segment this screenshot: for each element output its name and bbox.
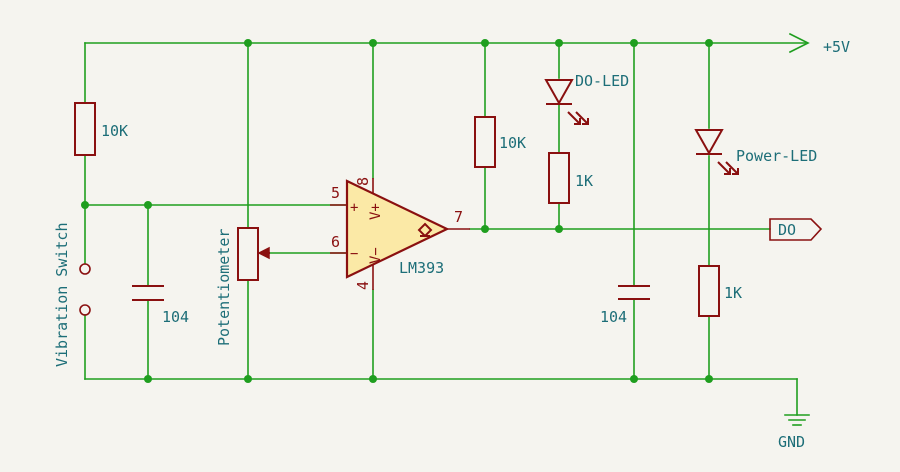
r1-value: 10K	[101, 122, 128, 140]
r2-value: 10K	[499, 134, 526, 152]
junction-dot	[481, 39, 489, 47]
ic-label: LM393	[399, 259, 444, 277]
switch-label: Vibration Switch	[53, 223, 71, 368]
pin-8: 8	[354, 177, 372, 186]
junction-dot	[705, 375, 713, 383]
junctions	[81, 39, 713, 383]
junction-dot	[369, 39, 377, 47]
junction-dot	[81, 201, 89, 209]
resistor-r1: 10K	[74, 102, 128, 156]
power-led: Power-LED	[694, 129, 817, 175]
gnd-symbol: GND	[778, 414, 810, 451]
r4-value: 1K	[724, 284, 742, 302]
pot-label: Potentiometer	[215, 229, 233, 346]
capacitor-c1: 104	[132, 285, 189, 326]
c1-value: 104	[162, 308, 189, 326]
minus-sign: −	[350, 246, 358, 262]
junction-dot	[555, 225, 563, 233]
vminus-label: V−	[368, 247, 384, 264]
do-output-port: DO	[769, 218, 823, 241]
wires	[84, 42, 806, 416]
pin-7: 7	[454, 208, 463, 226]
pin-5: 5	[331, 184, 340, 202]
capacitor-c2: 104	[600, 285, 650, 326]
junction-dot	[144, 375, 152, 383]
vcc-symbol: +5V	[788, 32, 850, 56]
junction-dot	[144, 201, 152, 209]
power-led-label: Power-LED	[736, 147, 817, 165]
pin-6: 6	[331, 233, 340, 251]
vplus-label: V+	[368, 203, 384, 220]
c2-value: 104	[600, 308, 627, 326]
pin-4: 4	[354, 281, 372, 290]
do-led-label: DO-LED	[575, 72, 629, 90]
do-led: DO-LED	[544, 72, 629, 125]
do-port-label: DO	[778, 221, 796, 239]
vibration-switch: Vibration Switch	[53, 223, 91, 368]
junction-dot	[369, 375, 377, 383]
resistor-r2: 10K	[474, 116, 526, 168]
resistor-r4: 1K	[698, 265, 742, 317]
gnd-label: GND	[778, 433, 805, 451]
junction-dot	[555, 39, 563, 47]
junction-dot	[244, 375, 252, 383]
vcc-label: +5V	[823, 38, 850, 56]
resistor-r3: 1K	[548, 152, 593, 204]
r3-value: 1K	[575, 172, 593, 190]
junction-dot	[481, 225, 489, 233]
plus-sign: +	[350, 200, 358, 216]
lm393-comparator: 5 6 7 8 4 + − V+ V− LM393	[330, 177, 470, 290]
junction-dot	[244, 39, 252, 47]
junction-dot	[705, 39, 713, 47]
potentiometer: Potentiometer	[215, 227, 270, 346]
junction-dot	[630, 39, 638, 47]
junction-dot	[630, 375, 638, 383]
